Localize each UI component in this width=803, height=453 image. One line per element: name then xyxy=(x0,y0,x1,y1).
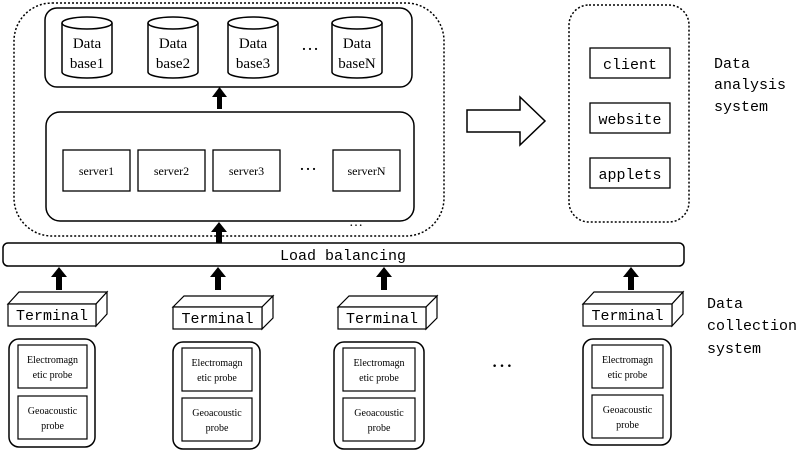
probe-group-3: Electromagn etic probe Geoacoustic probe xyxy=(333,341,425,450)
analysis-item-client: client xyxy=(589,47,671,79)
terminal-2: Terminal xyxy=(171,294,275,331)
server-cluster-boundary xyxy=(13,2,445,237)
cylinder-top xyxy=(147,16,199,30)
load-balancing-bar xyxy=(2,242,685,267)
svg-text:Electromagn: Electromagn xyxy=(602,355,653,366)
svg-text:Geoacoustic: Geoacoustic xyxy=(603,405,653,416)
database-label-line1: Data xyxy=(343,36,372,52)
svg-text:system: system xyxy=(714,99,768,116)
collection-system-label: Data collection system xyxy=(707,296,797,358)
svg-text:etic probe: etic probe xyxy=(608,370,648,381)
terminal-label: Terminal xyxy=(181,311,253,328)
svg-text:system: system xyxy=(707,341,761,358)
electromagnetic-probe xyxy=(591,344,664,389)
database-ellipsis: … xyxy=(301,34,319,54)
electromagnetic-probe xyxy=(181,347,253,392)
svg-text:analysis: analysis xyxy=(714,77,786,94)
arrow-up-icon xyxy=(623,267,639,290)
arrow-up-icon xyxy=(211,222,227,243)
arrow-up-icon xyxy=(51,267,67,290)
svg-text:Geoacoustic: Geoacoustic xyxy=(28,406,78,417)
geoacoustic-probe xyxy=(17,395,88,440)
analysis-item-label: website xyxy=(598,112,661,129)
svg-text:etic probe: etic probe xyxy=(33,370,73,381)
cluster-ellipsis: … xyxy=(349,215,363,230)
cylinder-body xyxy=(227,23,279,79)
database-label-line1: Data xyxy=(239,36,268,52)
cylinder-top xyxy=(61,16,113,30)
svg-text:Data: Data xyxy=(714,56,750,73)
load-balancing-label: Load balancing xyxy=(280,248,406,265)
electromagnetic-probe xyxy=(17,344,88,389)
svg-text:Data: Data xyxy=(707,296,743,313)
database-label-line1: Data xyxy=(159,36,188,52)
database-label-line2: base2 xyxy=(156,56,190,72)
hollow-right-arrow-icon xyxy=(466,95,547,147)
database-2: Data base2 xyxy=(147,16,199,79)
cylinder-body xyxy=(331,23,383,79)
svg-text:probe: probe xyxy=(368,423,391,434)
svg-text:Electromagn: Electromagn xyxy=(191,358,242,369)
arrow-up-icon xyxy=(210,267,226,290)
cylinder-body xyxy=(147,23,199,79)
svg-text:collection: collection xyxy=(707,318,797,335)
cylinder-body xyxy=(61,23,113,79)
server-ellipsis: … xyxy=(299,154,317,174)
database-label-line2: base3 xyxy=(236,56,270,72)
database-label-line2: baseN xyxy=(338,56,376,72)
server-1: server1 xyxy=(62,149,131,192)
server-label: server2 xyxy=(154,164,189,178)
probe-group-4: Electromagn etic probe Geoacoustic probe xyxy=(582,338,672,446)
terminal-label: Terminal xyxy=(16,308,88,325)
server-label: server3 xyxy=(229,164,264,178)
server-label: serverN xyxy=(348,164,386,178)
electromagnetic-probe xyxy=(342,347,416,392)
svg-text:probe: probe xyxy=(616,420,639,431)
server-label: server1 xyxy=(79,164,114,178)
svg-text:Electromagn: Electromagn xyxy=(27,355,78,366)
terminal-ellipsis: … xyxy=(491,347,513,372)
database-label-line2: base1 xyxy=(70,56,104,72)
database-n: Data baseN xyxy=(331,16,383,79)
terminal-4: Terminal xyxy=(581,290,685,328)
geoacoustic-probe xyxy=(591,394,664,439)
svg-text:etic probe: etic probe xyxy=(359,373,399,384)
analysis-item-label: client xyxy=(603,57,657,74)
analysis-item-applets: applets xyxy=(589,157,671,189)
server-n: serverN xyxy=(332,149,401,192)
terminal-label: Terminal xyxy=(346,311,418,328)
database-1: Data base1 xyxy=(61,16,113,79)
svg-text:probe: probe xyxy=(41,421,64,432)
svg-text:etic probe: etic probe xyxy=(197,373,237,384)
server-2: server2 xyxy=(137,149,206,192)
geoacoustic-probe xyxy=(181,397,253,442)
probe-group-2: Electromagn etic probe Geoacoustic probe xyxy=(172,341,261,450)
terminal-1: Terminal xyxy=(6,290,109,328)
arrow-up-icon xyxy=(212,87,227,109)
analysis-system-boundary xyxy=(568,4,690,223)
database-label-line1: Data xyxy=(73,36,102,52)
server-3: server3 xyxy=(212,149,281,192)
analysis-system-label: Data analysis system xyxy=(714,56,786,116)
probe-group-1: Electromagn etic probe Geoacoustic probe xyxy=(8,338,96,448)
analysis-item-website: website xyxy=(589,102,671,134)
svg-text:Electromagn: Electromagn xyxy=(353,358,404,369)
svg-text:Geoacoustic: Geoacoustic xyxy=(354,408,404,419)
svg-text:probe: probe xyxy=(206,423,229,434)
cylinder-top xyxy=(227,16,279,30)
arrow-up-icon xyxy=(376,267,392,290)
cylinder-top xyxy=(331,16,383,30)
database-3: Data base3 xyxy=(227,16,279,79)
svg-text:Geoacoustic: Geoacoustic xyxy=(192,408,242,419)
geoacoustic-probe xyxy=(342,397,416,442)
terminal-3: Terminal xyxy=(336,294,439,331)
terminal-label: Terminal xyxy=(591,308,663,325)
analysis-item-label: applets xyxy=(598,167,661,184)
